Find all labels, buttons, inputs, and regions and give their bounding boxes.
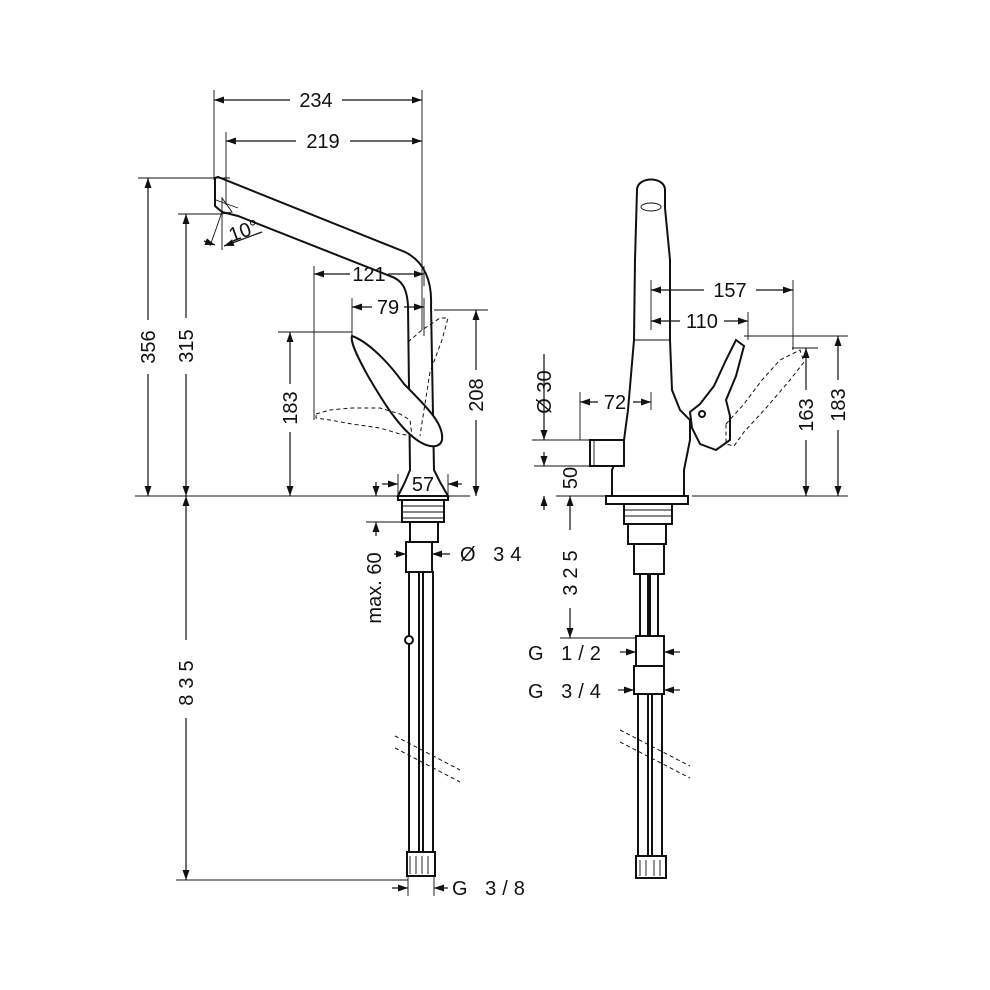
- dim-219: 219: [306, 131, 339, 153]
- dim-110: 110: [686, 311, 718, 333]
- spout-body: [214, 175, 450, 497]
- dim-183-side: 183: [280, 391, 302, 424]
- shank: [405, 541, 433, 573]
- side-view: 234 219 356 315 10° 121 79: [135, 90, 531, 900]
- dim-57: 57: [412, 474, 434, 496]
- dim-g12: G 1/2: [528, 643, 607, 665]
- dim-50: 50: [560, 467, 582, 489]
- dim-356: 356: [138, 330, 160, 363]
- front-shank: [633, 543, 665, 575]
- dim-835: 835: [176, 654, 198, 705]
- dim-234: 234: [299, 90, 332, 112]
- dim-79: 79: [377, 297, 399, 319]
- dim-121: 121: [352, 264, 385, 286]
- lever-open-outline: [315, 407, 413, 437]
- lever-body: [350, 334, 444, 448]
- hose-right: [422, 571, 434, 861]
- dim-d30: Ø 30: [534, 370, 556, 413]
- front-valve-tube: [589, 439, 625, 467]
- front-aerator: [640, 202, 662, 212]
- dim-d34: Ø 34: [460, 544, 527, 566]
- dim-208: 208: [466, 378, 488, 411]
- front-lever: [688, 338, 746, 452]
- dim-g34: G 3/4: [528, 681, 607, 703]
- front-lever-open: [725, 349, 805, 447]
- dim-g38: G 3/8: [452, 878, 531, 900]
- dim-157: 157: [713, 280, 746, 302]
- front-base-nut: [623, 503, 673, 525]
- dim-72: 72: [604, 392, 626, 414]
- front-thread-fitting: [635, 635, 665, 667]
- aerator-icon: [221, 196, 233, 215]
- dim-183-front: 183: [828, 388, 850, 421]
- base-nut: [401, 499, 445, 523]
- hose-left: [408, 571, 420, 861]
- hose-connector: [406, 851, 436, 877]
- dim-325: 325: [560, 544, 582, 595]
- dim-315: 315: [176, 329, 198, 362]
- dim-max60: max. 60: [364, 552, 386, 623]
- front-view: Ø 30 72 50 157 110 163 183: [528, 178, 850, 879]
- front-hose-connector: [635, 855, 667, 879]
- dim-163: 163: [796, 398, 818, 431]
